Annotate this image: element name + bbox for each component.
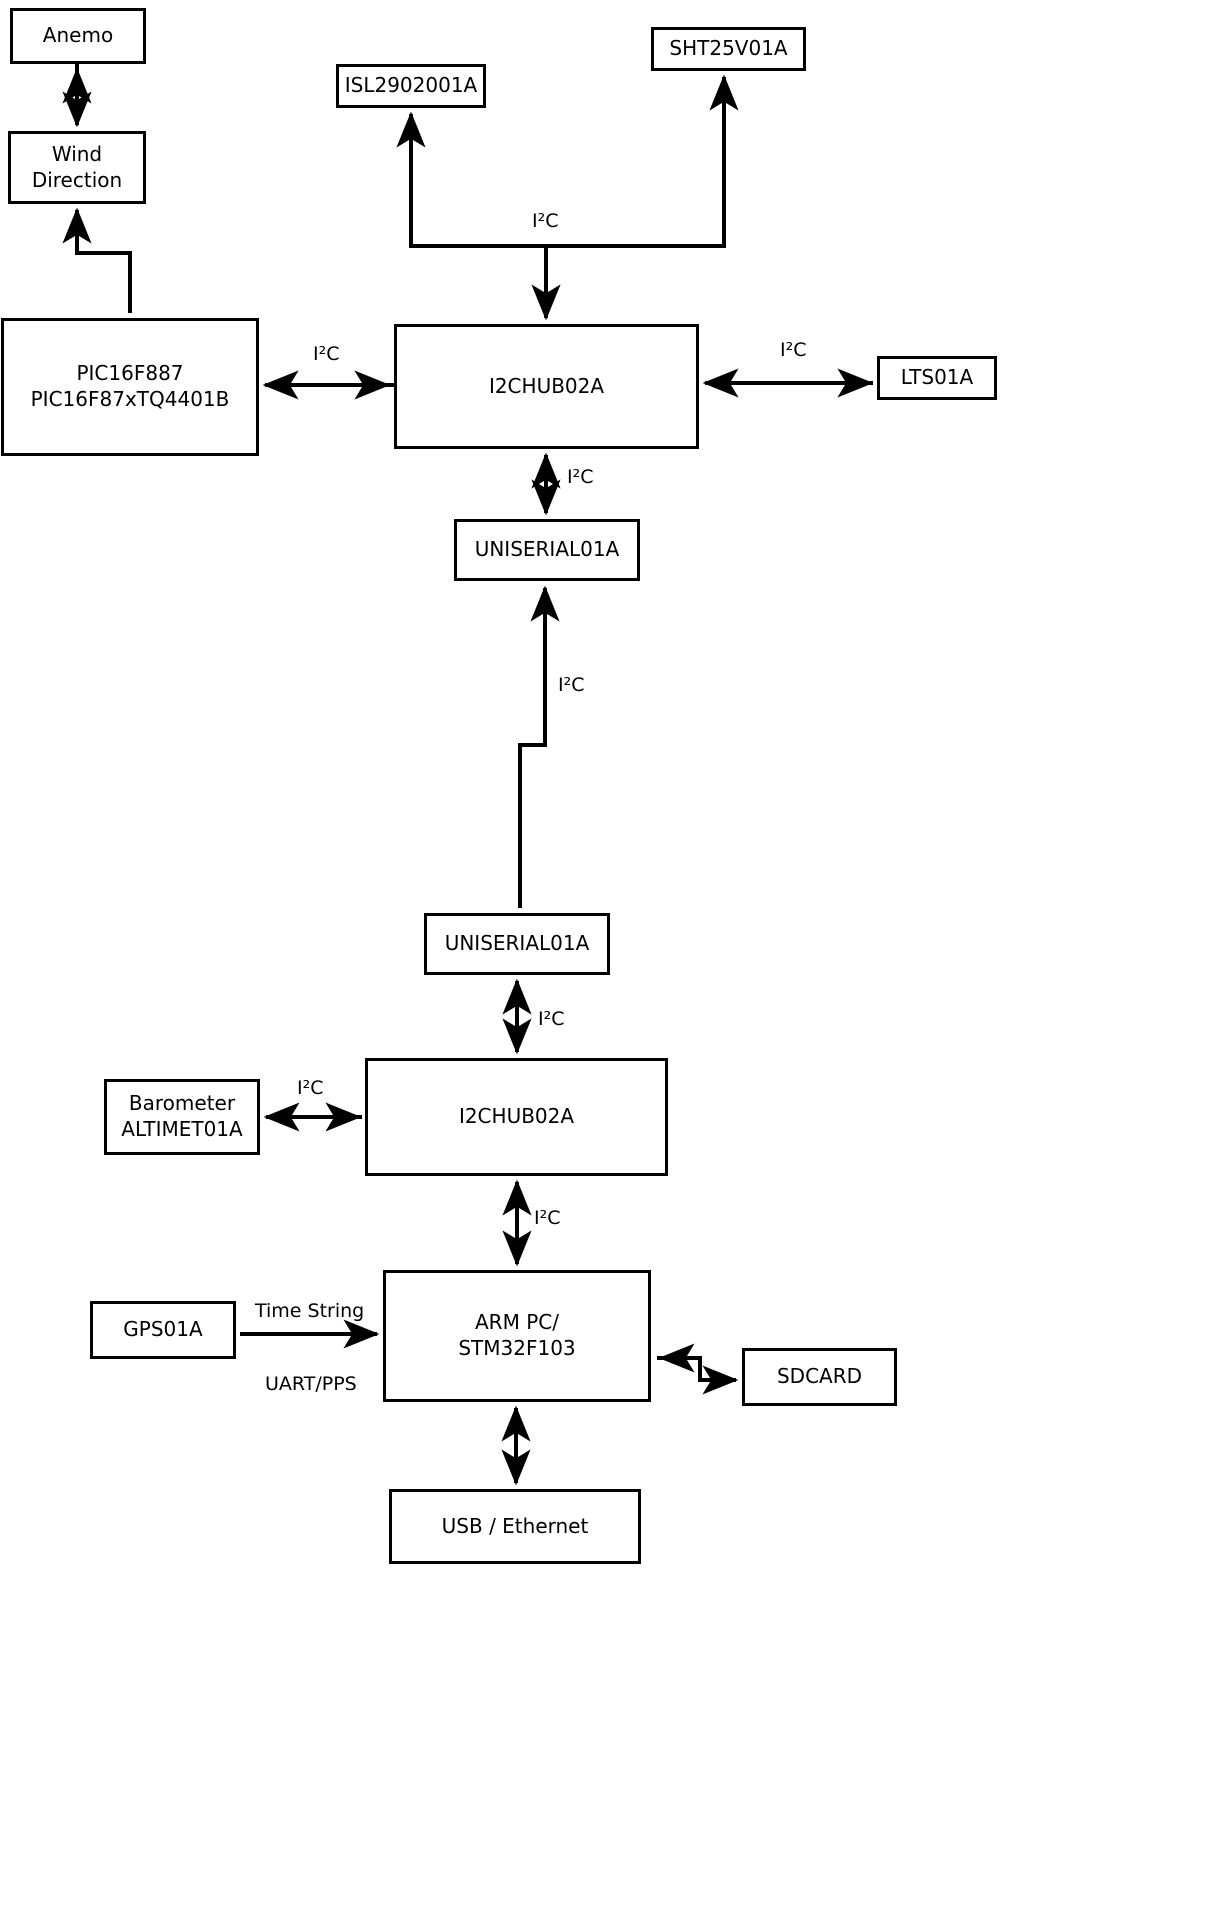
edge-label-hub-uni-i2c: I²C bbox=[567, 466, 594, 488]
node-arm-pc-stm32f103[interactable]: ARM PC/ STM32F103 bbox=[383, 1270, 651, 1402]
node-barometer-altimet01a-label: Barometer ALTIMET01A bbox=[121, 1091, 243, 1141]
node-uniserial01a-upper-label: UNISERIAL01A bbox=[474, 537, 620, 562]
edge-label-pic-hub-i2c: I²C bbox=[313, 343, 340, 365]
wire-hub-to-sht bbox=[544, 74, 739, 318]
node-barometer-altimet01a[interactable]: Barometer ALTIMET01A bbox=[104, 1079, 260, 1155]
node-gps01a-label: GPS01A bbox=[123, 1317, 203, 1342]
node-isl2902001a[interactable]: ISL2902001A bbox=[336, 64, 486, 108]
node-anemo[interactable]: Anemo bbox=[10, 8, 146, 64]
node-sdcard-label: SDCARD bbox=[776, 1364, 863, 1389]
wire-arm-to-sd bbox=[657, 1356, 739, 1395]
wire-hub-to-isl bbox=[396, 111, 548, 318]
node-isl2902001a-label: ISL2902001A bbox=[344, 73, 478, 98]
node-wind-direction[interactable]: Wind Direction bbox=[8, 131, 146, 204]
wire-unilow-to-uniup bbox=[518, 585, 560, 908]
node-lts01a[interactable]: LTS01A bbox=[877, 356, 997, 400]
node-i2chub02a-bottom[interactable]: I2CHUB02A bbox=[365, 1058, 668, 1176]
edge-label-hub-lts-i2c: I²C bbox=[780, 339, 807, 361]
node-anemo-label: Anemo bbox=[42, 23, 114, 48]
node-gps01a[interactable]: GPS01A bbox=[90, 1301, 236, 1359]
wire-pic-to-wind bbox=[62, 207, 132, 313]
node-i2chub02a-top-label: I2CHUB02A bbox=[488, 373, 605, 398]
edge-label-isl-sht-i2c: I²C bbox=[532, 210, 559, 232]
node-sdcard[interactable]: SDCARD bbox=[742, 1348, 897, 1406]
wire-sd-to-arm bbox=[658, 1343, 736, 1382]
node-uniserial01a-lower[interactable]: UNISERIAL01A bbox=[424, 913, 610, 975]
edge-label-uni-uni-i2c: I²C bbox=[558, 674, 585, 696]
node-i2chub02a-bottom-label: I2CHUB02A bbox=[458, 1104, 575, 1129]
edge-label-gps-time-string: Time String bbox=[255, 1300, 365, 1322]
node-usb-ethernet-label: USB / Ethernet bbox=[441, 1513, 589, 1538]
edge-label-baro-hub2-i2c: I²C bbox=[297, 1077, 324, 1099]
node-arm-pc-stm32f103-label: ARM PC/ STM32F103 bbox=[458, 1310, 576, 1360]
node-pic-mcu-label: PIC16F887 PIC16F87xTQ4401B bbox=[30, 361, 230, 411]
node-usb-ethernet[interactable]: USB / Ethernet bbox=[389, 1489, 641, 1564]
node-sht25v01a[interactable]: SHT25V01A bbox=[651, 27, 806, 71]
node-uniserial01a-lower-label: UNISERIAL01A bbox=[444, 931, 590, 956]
node-pic-mcu[interactable]: PIC16F887 PIC16F87xTQ4401B bbox=[1, 318, 259, 456]
edge-label-hub2-arm-i2c: I²C bbox=[534, 1207, 561, 1229]
node-i2chub02a-top[interactable]: I2CHUB02A bbox=[394, 324, 699, 449]
node-wind-direction-label: Wind Direction bbox=[31, 141, 123, 192]
edge-label-uni-hub2-i2c: I²C bbox=[538, 1008, 565, 1030]
node-lts01a-label: LTS01A bbox=[900, 365, 974, 390]
edge-label-gps-uart-pps: UART/PPS bbox=[265, 1373, 357, 1395]
node-uniserial01a-upper[interactable]: UNISERIAL01A bbox=[454, 519, 640, 581]
node-sht25v01a-label: SHT25V01A bbox=[669, 36, 788, 61]
